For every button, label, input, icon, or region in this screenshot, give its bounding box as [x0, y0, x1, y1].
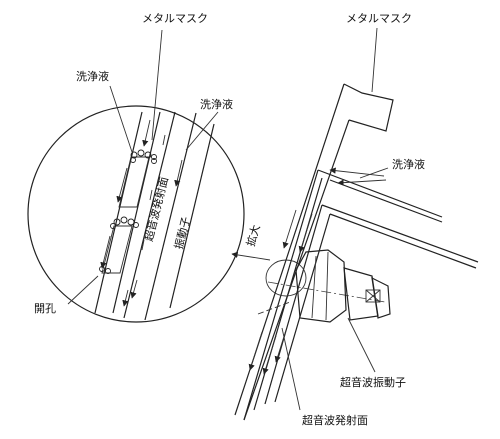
main-assembly [234, 27, 479, 421]
magnify-target-circle [265, 259, 307, 297]
mask-tab [343, 83, 394, 132]
emission-plate-1 [243, 169, 319, 421]
tank-wall-top-outer [317, 169, 443, 218]
tank-wall-top-inner [329, 179, 443, 223]
leader-fluid-right [359, 167, 389, 179]
ultrasonic-emission-surface-label: 超音波発射面 [302, 413, 368, 427]
leader-fluid-mid [185, 111, 219, 151]
cleaning-fluid-top-left-label: 洗浄液 [76, 69, 109, 83]
plate-flow-arrow-5 [274, 329, 287, 363]
flow-arrow-6 [130, 279, 138, 299]
plate-flow-arrow-3 [248, 331, 263, 371]
magnify-label: 拡大 [243, 223, 263, 248]
leader-fluid-top-left [109, 85, 133, 153]
vibrator-vertical-label: 振動子 [171, 215, 193, 250]
gap-ticks [141, 134, 166, 251]
lower-dash-line [257, 301, 291, 315]
metal-mask-left-label: メタルマスク [142, 12, 208, 25]
ultrasonic-vibrator-label: 超音波振動子 [340, 375, 406, 389]
flow-arrow-3 [100, 235, 111, 269]
flow-arrow-2 [116, 167, 128, 203]
metal-mask-right-label: メタルマスク [346, 12, 412, 25]
cleaning-fluid-right-label: 洗浄液 [392, 157, 425, 171]
fluid-inflow-arrow-2 [337, 179, 387, 186]
plate-flow-arrow-4 [262, 335, 277, 375]
emission-plate-4 [274, 213, 331, 403]
emission-surface-line-b [144, 112, 197, 321]
mask-edge-right [112, 111, 161, 314]
leader-metal-mask-left [151, 29, 163, 141]
plate-flow-arrow-1 [282, 209, 297, 249]
fluid-inflow-arrow-1 [329, 167, 385, 177]
leader-metal-mask-right [371, 27, 378, 93]
magnify-circle [27, 105, 245, 323]
flow-arrow-4 [122, 289, 129, 307]
flow-arrow-1 [142, 119, 151, 147]
leader-emission-surface [281, 327, 301, 411]
bubbles-lower [99, 216, 139, 274]
plate-flow-arrow-2 [298, 213, 313, 253]
flow-arrow-5 [174, 159, 183, 187]
emission-plate-3 [264, 204, 323, 405]
opening-label: 開孔 [34, 302, 56, 315]
magnify-arrow [231, 251, 271, 261]
cleaning-fluid-mid-label: 洗浄液 [200, 97, 233, 111]
tank-wall-mid-outer [321, 204, 479, 263]
ultrasonic-vibrator-body [295, 249, 391, 323]
mask-opening-upper [118, 156, 150, 208]
magnified-view: 超音波発射面 振動子 [27, 105, 245, 323]
leader-opening [67, 275, 99, 305]
mask-edge-left [94, 111, 143, 314]
emission-surface-line-a [123, 111, 176, 319]
tank-wall-mid-inner [329, 213, 477, 269]
vibrator-line [169, 123, 215, 309]
mask-opening-lower [101, 225, 133, 274]
leader-vibrator [347, 317, 376, 373]
emission-plate-2 [253, 177, 323, 411]
bubbles-upper [130, 149, 157, 164]
